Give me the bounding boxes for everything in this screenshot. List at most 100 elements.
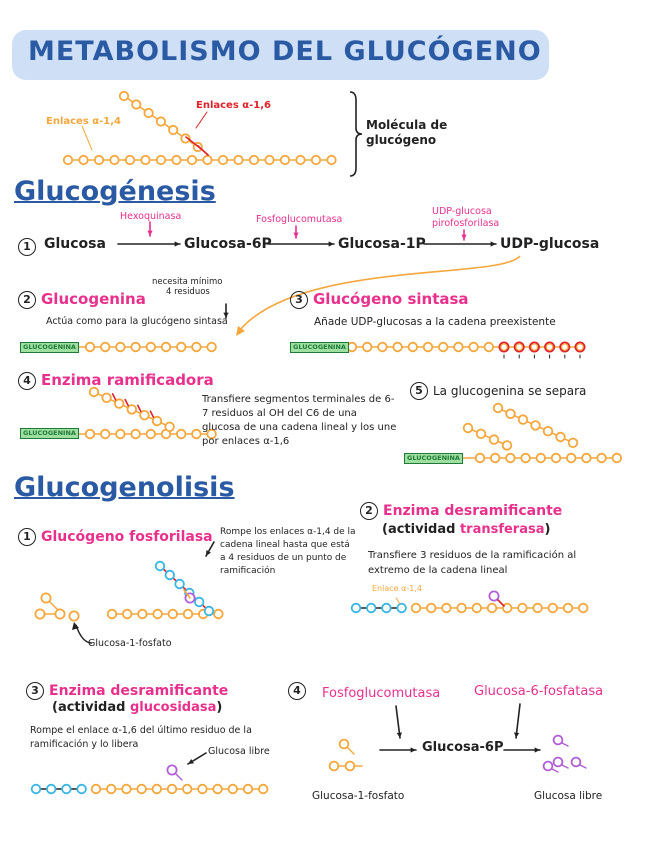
- gl-step2-number: 2: [360, 501, 378, 520]
- gg-step3-chain-residue: [407, 341, 419, 353]
- gl-step3-chain-residue: [227, 783, 239, 795]
- gl-step3-free-glucose: [166, 764, 178, 776]
- gl-step4-free-glucose: [542, 760, 554, 772]
- gl-step2-activity-suffix: ): [544, 522, 551, 537]
- gl-step1-branch-residue: [164, 569, 176, 581]
- gg-step2-number: 2: [18, 290, 36, 309]
- gl-step1-released-3: [40, 592, 52, 604]
- gg-enz-arrow-3-head: [461, 234, 467, 240]
- gg-step3-chain-residue: [453, 341, 464, 353]
- gl-step3-cyan-residue: [76, 783, 87, 795]
- gg-step4-red-bond: [124, 398, 129, 407]
- gl-step3-chain-residue: [197, 783, 208, 795]
- gg-step5-branch2-residue: [475, 428, 487, 440]
- gl-step4-free-glucose: [552, 734, 564, 746]
- gg-step5-branch1-residue: [517, 414, 529, 425]
- gl-step2-branch-bond: [497, 599, 505, 607]
- gl-step1-a16: [183, 589, 191, 599]
- gg-step5-branch2-residue: [462, 422, 474, 434]
- label-enlaces-a16: Enlaces α-1,6: [196, 100, 272, 111]
- gg-step4-name: Enzima ramificadora: [41, 371, 214, 389]
- molecule-brace: [349, 91, 363, 177]
- gl-step4-right-label: Glucosa libre: [534, 790, 603, 802]
- molecule-branch-residue: [168, 124, 179, 136]
- molecule-branch-residue: [180, 133, 191, 144]
- gg-step3-chain-residue: [362, 341, 373, 353]
- gg-step4-branch-residue: [113, 398, 125, 409]
- label-enlaces-a14: Enlaces α-1,4: [46, 116, 122, 127]
- gg-step5-header: 5 La glucogenina se separa: [410, 380, 586, 400]
- gg-step5-branch1-residue: [567, 437, 579, 449]
- gl-step3-free: Glucosa libre: [208, 746, 270, 757]
- gg-enz-arrow-2-head: [293, 232, 299, 238]
- section-title-glucogenolisis: Glucogenolisis: [14, 472, 235, 503]
- gg-step4-number: 4: [18, 371, 36, 390]
- gl-step4-enzyme2-arrow: [515, 703, 521, 739]
- gg-step3-chain-residue: [422, 341, 434, 353]
- gl-step1-released-2: [54, 608, 66, 620]
- gl-step3-cyan-residue: [61, 783, 72, 795]
- gl-step3-chain-residue: [242, 783, 254, 795]
- gg-step2-chain-residue: [130, 341, 141, 353]
- gg-step4-chain-residue: [206, 428, 217, 440]
- gl-step1-name: Glucógeno fosforilasa: [41, 529, 213, 545]
- molecule-main-chain-residue: [202, 154, 213, 166]
- gl-step2-cyan-residue: [381, 602, 392, 614]
- gl-step2-chain-residue: [426, 602, 437, 614]
- gg-step5-chain-residue: [566, 452, 577, 464]
- gl-step2-cyan-residue: [366, 602, 377, 614]
- gl-step3-chain-residue: [181, 783, 193, 795]
- molecule-main-chain-residue: [155, 154, 167, 166]
- gg-step2-chain-residue: [175, 341, 187, 353]
- gg-step2-chain-residue: [206, 341, 217, 353]
- gg-step2-desc: Actúa como para la glucógeno sintasa: [46, 316, 228, 327]
- gl-step4-number-wrap: 4: [288, 680, 311, 700]
- gl-step3-activity-suffix: ): [216, 700, 223, 715]
- gg-step5-name: La glucogenina se separa: [433, 384, 587, 398]
- gg-step4-chain-residue: [175, 428, 187, 440]
- gg-step5-number: 5: [410, 381, 428, 400]
- gg-step5-glucogenina-chip: GLUCOGENINA: [404, 453, 463, 464]
- gl-step2-chain-residue: [562, 602, 574, 614]
- gl-step2-chain-residue: [456, 602, 467, 614]
- gg-step5-chain-residue: [490, 452, 501, 464]
- gl-step1-chain-residue: [167, 608, 179, 620]
- molecule-a14-pointer: [81, 125, 93, 151]
- gl-step3-number: 3: [26, 681, 44, 700]
- gg-step3-chain-residue: [392, 341, 403, 353]
- molecule-a16-pointer: [195, 111, 208, 129]
- gl-step2-bond: Enlace α-1,4: [372, 584, 422, 593]
- gg-step4-chain-residue: [99, 428, 111, 440]
- gg-step5-chain-residue: [581, 452, 592, 464]
- gl-step4-free-glucose: [570, 756, 582, 768]
- gg-step3-chain-residue: [468, 341, 479, 353]
- gg-step4-branch-residue: [88, 386, 100, 398]
- molecule-caption-line1: Molécula de: [366, 118, 448, 132]
- gl-step1-branch-residue: [203, 605, 215, 617]
- molecule-branch-residue: [143, 107, 154, 119]
- gg-step4-branch-residue: [164, 421, 175, 433]
- molecule-main-chain-residue: [217, 154, 229, 166]
- molecule-main-chain-residue: [264, 154, 275, 166]
- gl-step2-chain-residue: [532, 602, 543, 614]
- gg-step1-item-udp-glucosa: UDP-glucosa: [500, 236, 600, 252]
- molecule-main-chain-residue: [279, 154, 291, 166]
- enzyme-hexoquinasa: Hexoquinasa: [120, 211, 182, 222]
- gg-step2-chain-residue: [99, 341, 111, 353]
- gl-step2-activity-name: transferasa: [459, 522, 545, 537]
- gg-step2-glucogenina-chip: GLUCOGENINA: [20, 342, 79, 353]
- gg-step4-branch-residue: [151, 415, 163, 427]
- gg-step4-chain-residue: [130, 428, 141, 440]
- gl-step3-name: Enzima desramificante: [49, 683, 229, 699]
- molecule-main-chain-residue: [186, 154, 198, 166]
- molecule-main-chain-residue: [171, 154, 182, 166]
- gl-step4-left-tail: [347, 747, 355, 755]
- gg-step5-branch1-residue: [555, 431, 566, 443]
- gg-step5-chain-residue: [611, 452, 623, 464]
- gg-step5-chain-residue: [596, 452, 607, 464]
- gl-step2-chain-residue: [486, 602, 498, 614]
